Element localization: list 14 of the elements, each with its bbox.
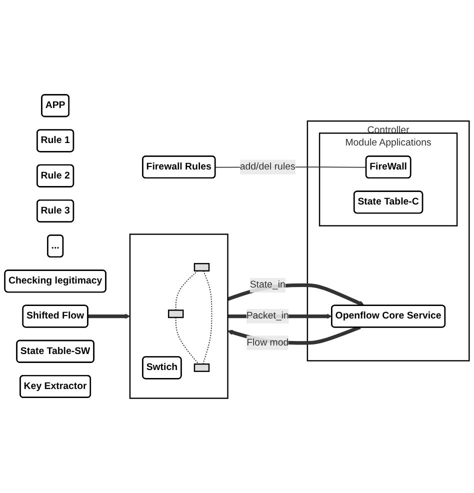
node-box — [194, 263, 210, 272]
edge-label: Flow mod — [246, 337, 289, 348]
cluster — [306, 120, 470, 362]
connector — [175, 317, 200, 365]
connector — [175, 270, 198, 311]
connector — [202, 270, 212, 365]
edge-label: Packet_in — [246, 310, 289, 322]
cluster — [129, 234, 228, 399]
cluster — [318, 132, 458, 226]
node-box — [168, 310, 184, 318]
arrow — [88, 314, 130, 319]
node-box — [194, 363, 210, 372]
edge-label: State_in — [250, 280, 286, 290]
edge-label: add/del rules — [240, 162, 296, 172]
